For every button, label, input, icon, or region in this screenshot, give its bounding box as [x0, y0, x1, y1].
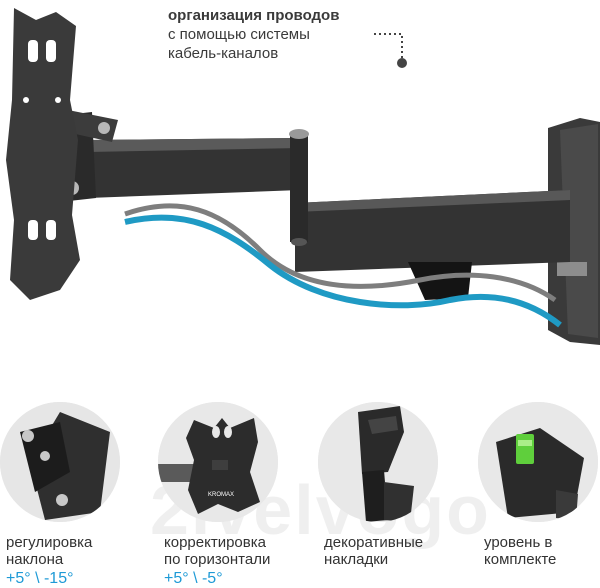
feature-horizontal: KROMAX корректировка по горизонтали +5° … [158, 402, 288, 588]
feature-level-line-1: уровень в [484, 534, 553, 551]
callout-title: организация проводов [168, 7, 340, 24]
callout-line-3: кабель-каналов [168, 45, 279, 62]
feature-level-line-2: комплекте [484, 551, 557, 568]
feature-covers-caption: декоративные накладки [324, 534, 423, 568]
feature-level-caption: уровень в комплекте [484, 534, 556, 568]
feature-tilt-caption: регулировка наклона [6, 534, 92, 568]
bracket-hero-image: организация проводов с помощью системы к… [6, 6, 600, 345]
callout-line-2: с помощью системы [168, 26, 310, 43]
vesa-plate-icon: KROMAX [158, 402, 278, 522]
mini-plate-label: KROMAX [208, 492, 234, 498]
feature-tilt-angles: +5° \ -15° [6, 570, 74, 587]
feature-horizontal-caption: корректировка по горизонтали [164, 534, 270, 568]
feature-horizontal-line-1: корректировка [164, 534, 266, 551]
feature-covers: декоративные накладки [318, 402, 448, 588]
bubble-level-icon [478, 402, 598, 522]
feature-level: уровень в комплекте [478, 402, 600, 588]
feature-covers-line-1: декоративные [324, 534, 424, 551]
wall-mount-bracket-icon [6, 8, 600, 345]
feature-horizontal-angles: +5° \ -5° [164, 570, 223, 587]
feature-covers-line-2: накладки [324, 551, 389, 568]
feature-tilt-line-1: регулировка [6, 534, 93, 551]
tilt-joint-icon [0, 402, 120, 522]
feature-tilt: регулировка наклона +5° \ -15° [0, 402, 130, 588]
feature-tilt-line-2: наклона [6, 551, 64, 568]
feature-horizontal-line-2: по горизонтали [164, 551, 271, 568]
cable-management-callout: организация проводов с помощью системы к… [168, 6, 339, 63]
callout-leader-icon [374, 33, 407, 68]
decorative-cover-icon [318, 402, 438, 522]
